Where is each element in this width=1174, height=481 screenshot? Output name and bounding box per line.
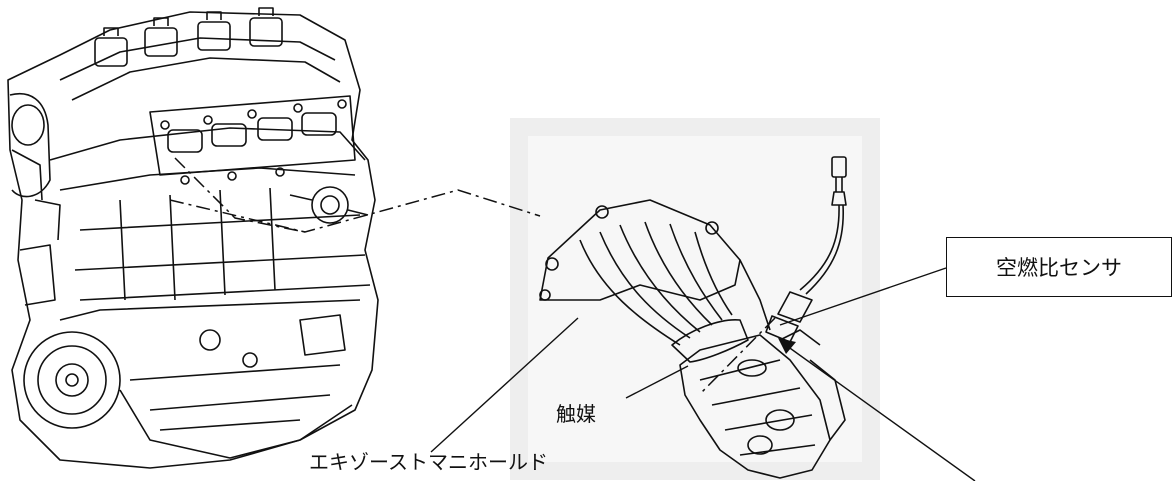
engine-block-illustration xyxy=(7,7,379,469)
arrow-head-icon xyxy=(778,338,796,354)
exhaust-manifold-illustration xyxy=(539,199,846,479)
manifold-leader-line xyxy=(430,317,579,453)
arrow-leader-line xyxy=(786,345,976,481)
exhaust-manifold-label: エキゾーストマニホールド xyxy=(309,450,548,474)
port-to-manifold-line xyxy=(169,189,541,233)
sensor-mount-line xyxy=(701,317,776,393)
leader-lines xyxy=(430,267,976,481)
port-to-manifold-line-2 xyxy=(174,157,306,233)
catalyst-leader-line xyxy=(625,365,689,399)
air-fuel-sensor-label-box: 空燃比センサ xyxy=(946,237,1172,297)
connection-lines xyxy=(169,157,776,393)
sensor-leader-line xyxy=(779,267,947,326)
air-fuel-sensor-label: 空燃比センサ xyxy=(996,256,1122,280)
catalyst-label: 触媒 xyxy=(556,402,596,426)
